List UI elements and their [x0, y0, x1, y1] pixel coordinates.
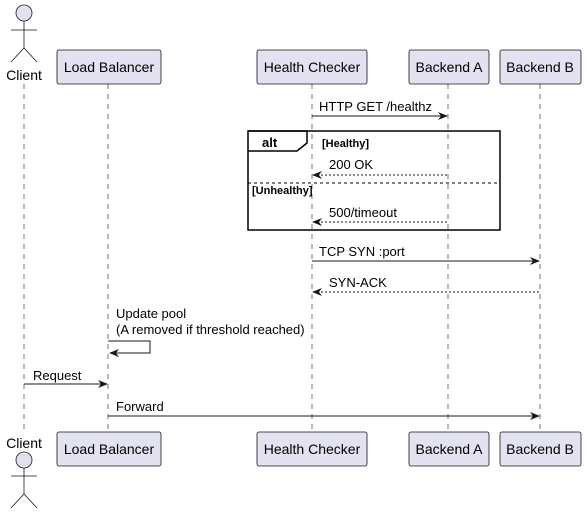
svg-text:Backend B: Backend B — [506, 59, 574, 75]
participant-backend-b-bottom: Backend B — [499, 431, 582, 467]
message-http-get-label: HTTP GET /healthz — [319, 99, 432, 114]
alt-guard-unhealthy: [Unhealthy] — [252, 185, 313, 197]
actor-client-top — [10, 4, 38, 63]
svg-text:Load Balancer: Load Balancer — [64, 59, 155, 75]
message-500-timeout-label: 500/timeout — [329, 205, 397, 220]
participant-backend-a-top: Backend A — [408, 49, 490, 85]
participant-label-client-bottom: Client — [6, 435, 42, 451]
alt-fragment — [247, 130, 501, 231]
participant-health-checker-bottom: Health Checker — [256, 431, 368, 467]
svg-text:Health Checker: Health Checker — [264, 59, 361, 75]
message-update-pool-arrow — [108, 340, 151, 357]
message-tcp-syn-label: TCP SYN :port — [319, 244, 405, 259]
message-200-ok-label: 200 OK — [329, 157, 373, 172]
participant-load-balancer-bottom: Load Balancer — [56, 431, 162, 467]
svg-text:Load Balancer: Load Balancer — [64, 441, 155, 457]
participant-backend-a-bottom: Backend A — [408, 431, 490, 467]
message-syn-ack-label: SYN-ACK — [329, 275, 387, 290]
message-update-pool-line1: Update pool — [116, 306, 186, 321]
actor-client-bottom — [10, 451, 38, 509]
participant-backend-b-top: Backend B — [499, 49, 582, 85]
participant-health-checker-top: Health Checker — [256, 49, 368, 85]
participant-load-balancer-top: Load Balancer — [56, 49, 162, 85]
alt-tag: alt — [262, 135, 278, 150]
svg-text:Backend A: Backend A — [416, 59, 484, 75]
svg-text:Backend A: Backend A — [416, 441, 484, 457]
message-forward-label: Forward — [116, 399, 164, 414]
alt-guard-healthy: [Healthy] — [322, 138, 369, 150]
svg-text:Backend B: Backend B — [506, 441, 574, 457]
message-update-pool-line2: (A removed if threshold reached) — [116, 322, 305, 337]
svg-text:Health Checker: Health Checker — [264, 441, 361, 457]
participant-label-client-top: Client — [6, 67, 42, 83]
message-request-label: Request — [33, 368, 82, 383]
